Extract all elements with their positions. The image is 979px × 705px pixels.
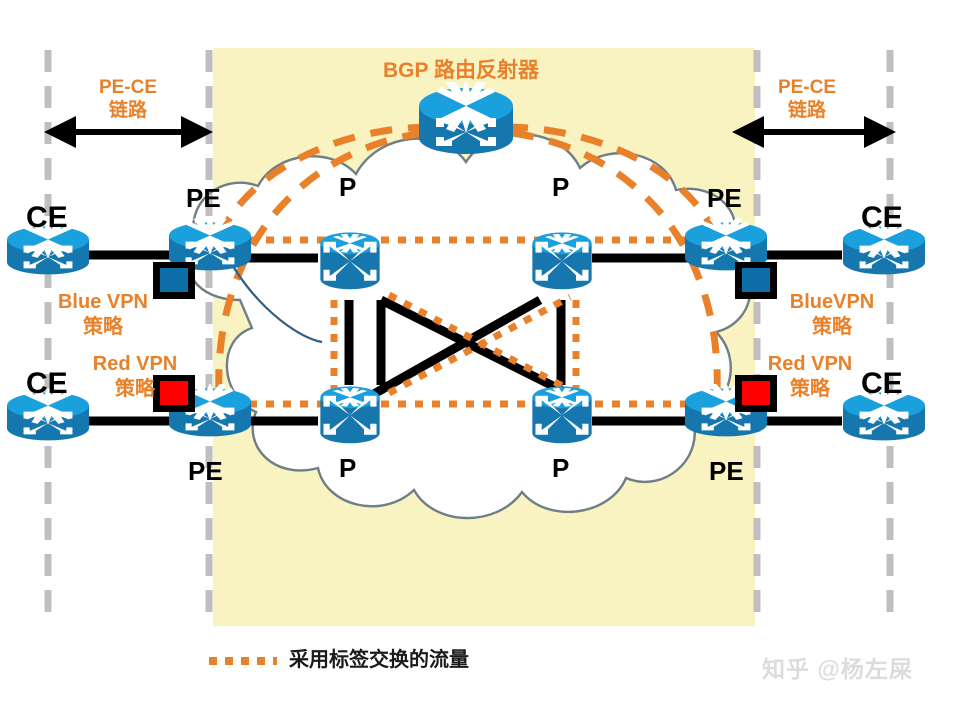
pe-ce-label-left: PE-CE 链路 (87, 78, 169, 121)
node-label-p-top-right: P (552, 172, 570, 202)
node-label-pe-bottom-left: PE (188, 456, 223, 486)
pe-ce-label-left-line2: 链路 (108, 99, 147, 121)
node-label-p-top-left: P (339, 172, 357, 202)
ibgp-session-group (215, 123, 721, 393)
physical-link-group (88, 250, 842, 426)
router-p-top-right[interactable] (532, 232, 592, 290)
router-p-top-left[interactable] (320, 232, 380, 290)
policy-label-red-right: Red VPN 策略 (757, 354, 863, 400)
pe-ce-label-right-line1: PE-CE (777, 77, 837, 98)
router-p-bottom-left[interactable] (320, 386, 380, 444)
link-p-tr-p-bl (369, 296, 543, 399)
pe-ce-arrow-right (732, 116, 896, 148)
node-label-pe-top-left: PE (186, 183, 221, 213)
link-p-tl-p-br (378, 295, 568, 397)
node-label-ce-top-left: CE (26, 201, 68, 234)
policy-label-blue-right-line1: BlueVPN (789, 291, 875, 313)
policy-label-blue-left-line1: Blue VPN (57, 291, 149, 313)
provider-cloud (187, 132, 752, 520)
policy-label-blue-left-line2: 策略 (83, 316, 123, 338)
node-label-pe-top-right: PE (707, 183, 742, 213)
policy-label-red-left: Red VPN 策略 (83, 354, 187, 400)
node-label-ce-bottom-left: CE (26, 367, 68, 400)
policy-swatch-blue-left[interactable] (153, 262, 195, 299)
policy-label-blue-right-line2: 策略 (812, 316, 852, 338)
ibgp-session-rr-to-pe-tl (222, 123, 431, 226)
policy-label-red-left-line1: Red VPN (92, 353, 178, 375)
watermark: 知乎 @杨左屎 (762, 656, 913, 682)
pe-ce-arrow-group (44, 116, 896, 148)
policy-swatch-blue-right[interactable] (735, 262, 777, 299)
pe-ce-label-right-line2: 链路 (787, 99, 826, 121)
ibgp-session-rr-to-pe-br (511, 129, 721, 393)
zone-divider-group (44, 50, 894, 626)
router-p-bottom-right[interactable] (532, 386, 592, 444)
ibgp-session-rr-to-pe-bl (215, 129, 425, 393)
policy-swatch-red-left[interactable] (153, 375, 195, 412)
policy-label-red-right-line1: Red VPN (767, 353, 853, 375)
legend-label: 采用标签交换的流量 (289, 649, 469, 671)
policy-swatch-red-right[interactable] (735, 375, 777, 412)
lsp-diagonal-up (387, 293, 572, 397)
pe-ce-label-left-line1: PE-CE (98, 77, 158, 98)
policy-label-blue-right: BlueVPN 策略 (779, 292, 885, 338)
node-label-p-bottom-left: P (339, 453, 357, 483)
pe-ce-label-right: PE-CE 链路 (766, 78, 848, 121)
policy-label-red-left-line2: 策略 (115, 378, 155, 400)
diagram-title: BGP 路由反射器 (383, 59, 539, 82)
pe-ce-arrow-left (44, 116, 213, 148)
policy-label-red-right-line2: 策略 (790, 378, 830, 400)
vpn-policy-swatch-group (153, 262, 777, 412)
node-label-pe-bottom-right: PE (709, 456, 744, 486)
policy-label-blue-left: Blue VPN 策略 (48, 292, 158, 338)
node-label-ce-bottom-right: CE (861, 367, 903, 400)
node-label-ce-top-right: CE (861, 201, 903, 234)
ibgp-session-rr-to-pe-tr (505, 123, 714, 226)
node-label-p-bottom-right: P (552, 453, 570, 483)
